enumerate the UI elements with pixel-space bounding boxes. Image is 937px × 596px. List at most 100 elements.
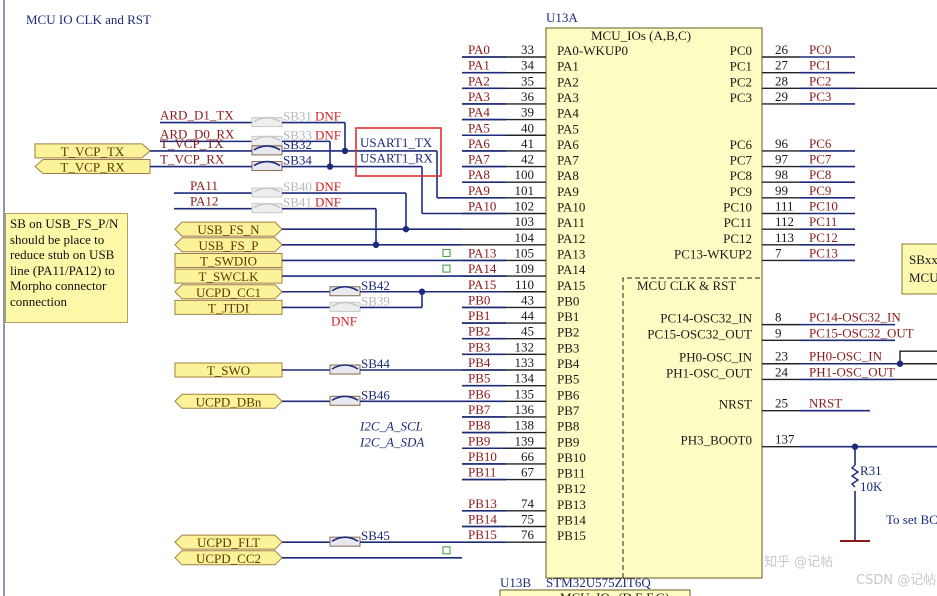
- net-label: PB7: [468, 402, 491, 417]
- solder-bridge-arc: [253, 202, 281, 209]
- solder-bridge-ref: SB39: [361, 293, 390, 308]
- pin-number: 29: [775, 89, 788, 104]
- solder-bridge-ref: SB41: [283, 195, 312, 210]
- solder-bridge-icon: [251, 187, 283, 198]
- junction-dot: [418, 288, 426, 295]
- hierarchical-port: [174, 237, 283, 253]
- pin-number: 42: [521, 152, 534, 167]
- junction-dot: [896, 360, 904, 367]
- hierarchical-port: [174, 284, 283, 300]
- pin-name: PA8: [557, 168, 579, 183]
- pin-number: 34: [521, 58, 535, 73]
- pin-name: PA13: [557, 246, 585, 261]
- pin-number: 76: [521, 527, 535, 542]
- pin-name: PB9: [557, 434, 579, 449]
- net-label: PB0: [468, 292, 490, 307]
- solder-bridge-arc: [253, 135, 281, 142]
- port-label: USB_FS_N: [197, 222, 260, 237]
- pin-name: PH1-OSC_OUT: [666, 365, 752, 380]
- net-label: PB6: [468, 386, 491, 401]
- net-label: PC12: [809, 230, 838, 245]
- solder-bridge-ref: SB33: [283, 127, 312, 142]
- dnf-label: DNF: [315, 195, 341, 210]
- pin-number: 101: [515, 183, 535, 198]
- resistor-icon: [850, 464, 860, 488]
- solder-bridge-icon: [251, 203, 283, 214]
- solder-bridge-arc: [331, 536, 359, 542]
- net-label: PA0: [468, 42, 490, 57]
- net-label: PB3: [468, 339, 490, 354]
- pin-name: PA15: [557, 278, 585, 293]
- pin-number: 111: [775, 199, 794, 214]
- junction-dot: [372, 241, 380, 248]
- solder-bridge-icon: [251, 117, 283, 128]
- pin-number: 103: [515, 214, 535, 229]
- pin-name: PA14: [557, 262, 586, 277]
- chip-designator-b: U13B: [500, 575, 531, 590]
- hierarchical-port: [174, 534, 283, 550]
- solder-bridge-icon: [329, 286, 361, 297]
- pin-number: 137: [775, 432, 795, 447]
- dnf-label: DNF: [331, 313, 357, 328]
- net-label: PB9: [468, 433, 490, 448]
- pin-name: PC2: [730, 74, 752, 89]
- pin-name: PC9: [730, 184, 752, 199]
- no-erc-check-icon: [442, 248, 451, 257]
- solder-bridge-arc: [331, 285, 359, 292]
- pin-name: PB10: [557, 450, 586, 465]
- net-label: PA6: [468, 136, 490, 151]
- pin-name: PA1: [557, 59, 579, 74]
- pin-number: 74: [521, 496, 535, 511]
- pin-name: PB1: [557, 309, 579, 324]
- pin-name: PC6: [730, 137, 753, 152]
- pin-number: 100: [515, 167, 535, 182]
- pin-number: 27: [775, 58, 789, 73]
- pin-number: 23: [775, 349, 788, 364]
- net-label: PA2: [468, 73, 490, 88]
- solder-bridge-arc: [331, 301, 359, 308]
- sheet-title: MCU IO CLK and RST: [26, 12, 151, 27]
- pin-name: PC10: [723, 200, 752, 215]
- junction-dot: [326, 163, 334, 170]
- net-label: PA12: [190, 194, 218, 209]
- pin-number: 45: [521, 324, 534, 339]
- pin-number: 75: [521, 512, 534, 527]
- no-erc-check-icon: [442, 264, 451, 273]
- net-label: PC10: [809, 199, 838, 214]
- net-label: PA9: [468, 183, 490, 198]
- net-label: PA1: [468, 58, 490, 73]
- solder-bridge-icon: [251, 161, 283, 172]
- pin-number: 44: [521, 308, 535, 323]
- net-label: PC9: [809, 183, 831, 198]
- chip-part-name-b: MCU_IOs (D,E,F,G): [560, 590, 669, 596]
- net-label: ARD_D0_RX: [160, 126, 235, 141]
- net-label: PB4: [468, 355, 491, 370]
- pin-number: 97: [775, 152, 789, 167]
- side-box-subtitle: MCU: [909, 270, 937, 285]
- net-label: PB5: [468, 371, 490, 386]
- pin-number: 104: [515, 230, 535, 245]
- port-label: T_JTDI: [208, 300, 249, 315]
- net-label: PB14: [468, 512, 497, 527]
- clk-section-divider: [622, 277, 762, 578]
- net-label: PC8: [809, 167, 831, 182]
- pin-name: PC15-OSC32_OUT: [647, 326, 752, 341]
- net-label: PH1-OSC_OUT: [809, 364, 895, 379]
- net-label: PC11: [809, 214, 837, 229]
- solder-bridge-icon: [329, 364, 361, 375]
- pin-number: 139: [515, 433, 535, 448]
- pin-name: PB8: [557, 419, 579, 434]
- port-label: UCPD_FLT: [197, 535, 260, 550]
- pin-name: PA2: [557, 74, 579, 89]
- pin-number: 96: [775, 136, 789, 151]
- port-label: T_VCP_TX: [61, 144, 125, 159]
- solder-bridge-arc: [331, 395, 359, 401]
- hierarchical-port: [174, 550, 283, 566]
- pin-name: PA12: [557, 231, 585, 246]
- boot-note: To set BC: [886, 512, 937, 527]
- solder-bridge-ref: SB34: [283, 153, 312, 168]
- pin-number: 26: [775, 42, 789, 57]
- pin-name: PC7: [730, 153, 753, 168]
- net-label: PC0: [809, 42, 831, 57]
- pin-name: PA10: [557, 200, 585, 215]
